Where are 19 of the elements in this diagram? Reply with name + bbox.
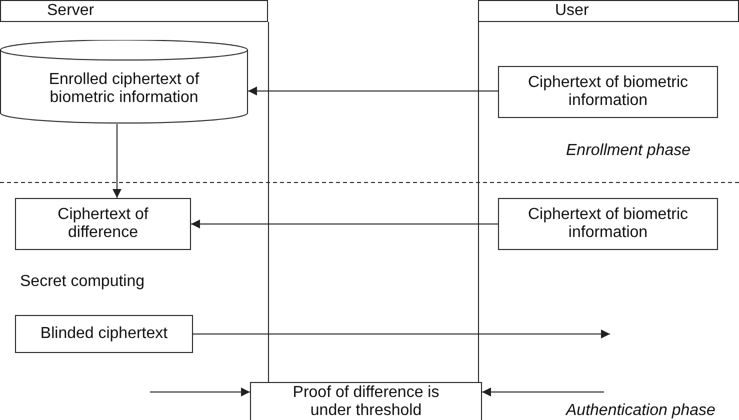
- message-box: Ciphertext of biometric information: [498, 198, 718, 250]
- lifeline-header: User: [478, 0, 739, 22]
- arrow: [192, 330, 610, 338]
- note-text: Secret computing: [20, 273, 145, 291]
- message-box: Blinded ciphertext: [15, 315, 193, 353]
- arrow: [248, 86, 498, 96]
- message-box: Ciphertext of biometric information: [498, 66, 718, 118]
- arrow: [150, 388, 250, 396]
- lifeline: [478, 22, 479, 382]
- lifeline: [268, 22, 269, 382]
- message-box: Ciphertext of difference: [15, 198, 191, 250]
- arrow: [482, 388, 604, 396]
- arrow: [190, 220, 498, 228]
- lifeline-header: Server: [0, 0, 268, 22]
- phase-label: Authentication phase: [566, 402, 716, 420]
- phase-label: Enrollment phase: [566, 142, 691, 160]
- database-cylinder: Enrolled ciphertext of biometric information: [0, 40, 248, 124]
- arrow: [112, 124, 122, 198]
- message-box: Proof of difference is under threshold: [250, 382, 482, 420]
